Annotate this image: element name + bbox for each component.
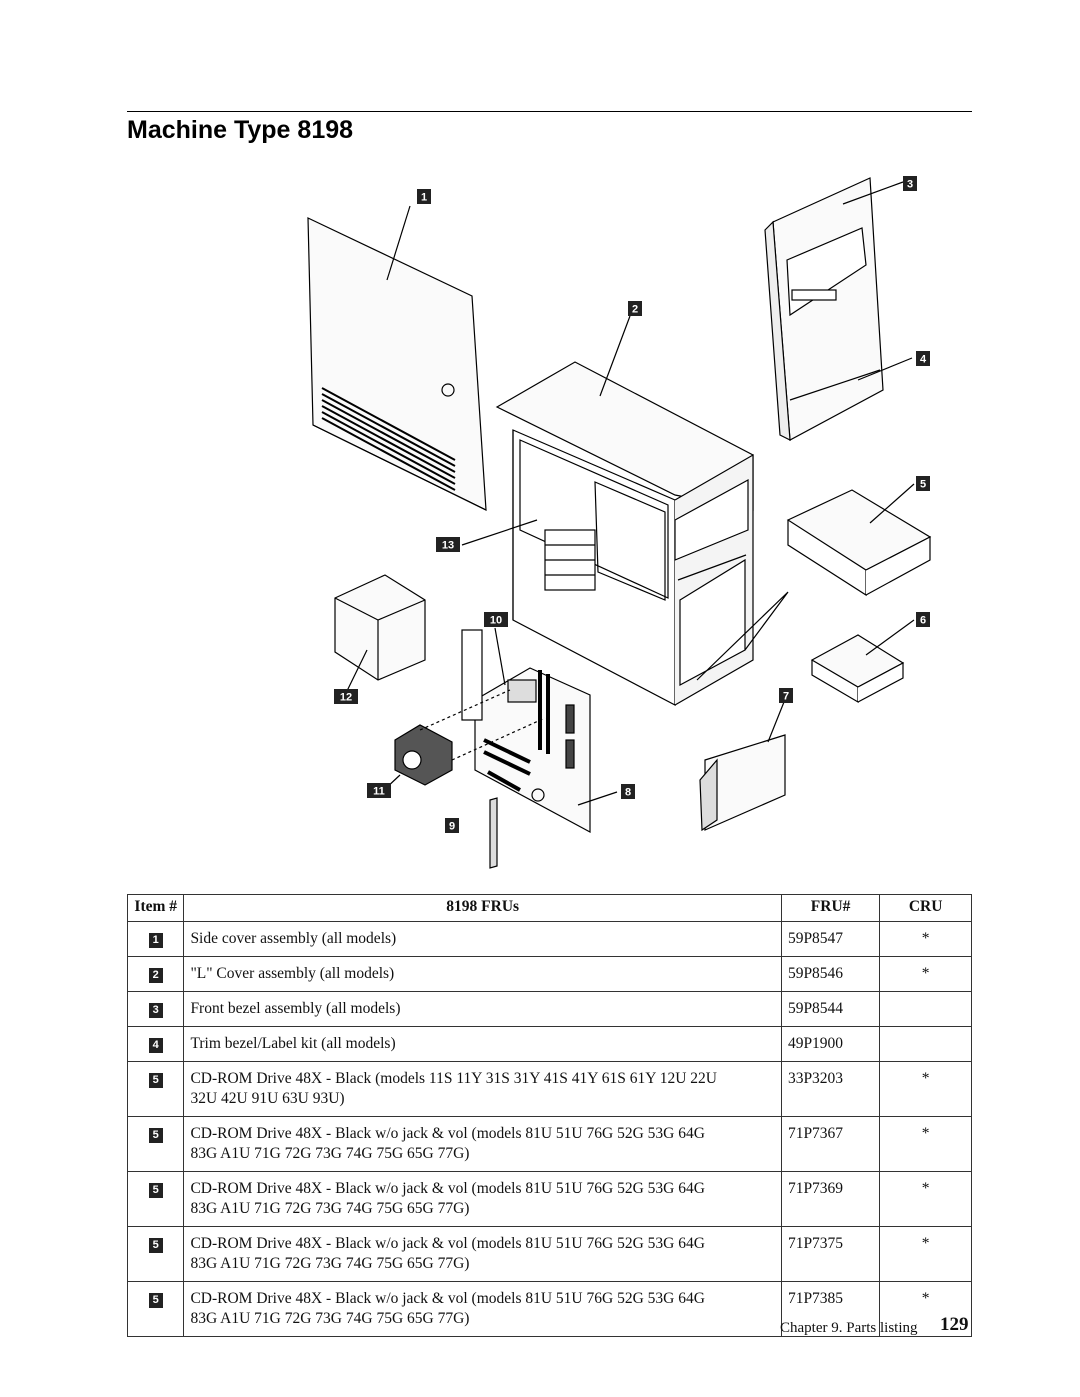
power-supply-drawing: [334, 574, 426, 694]
adapter-card-drawing: [489, 797, 498, 869]
table-row: 3 Front bezel assembly (all models) 59P8…: [126, 991, 972, 1027]
fru-number: 71P7369: [780, 1171, 881, 1227]
row-description: "L" Cover assembly (all models): [190, 965, 395, 982]
row-description-cont: 32U 42U 91U 63U 93U): [190, 1090, 345, 1107]
callout-10: 10: [484, 612, 508, 627]
item-badge: 4: [148, 1038, 163, 1053]
chassis-drawing: [461, 429, 789, 706]
header-desc: 8198 FRUs: [183, 894, 782, 922]
cru-mark: *: [879, 1171, 972, 1227]
table-row: 5 CD-ROM Drive 48X - Black (models 11S 1…: [126, 1061, 972, 1117]
table-row: 5 CD-ROM Drive 48X - Black w/o jack & vo…: [126, 1171, 972, 1227]
cru-mark: *: [879, 1281, 972, 1337]
fru-number: 59P8546: [780, 956, 881, 992]
row-description: CD-ROM Drive 48X - Black w/o jack & vol …: [190, 1125, 705, 1142]
fru-number: 71P7375: [780, 1226, 881, 1282]
footer-chapter: Chapter 9. Parts listing: [780, 1320, 918, 1336]
row-description: CD-ROM Drive 48X - Black w/o jack & vol …: [190, 1290, 705, 1307]
hard-drive-drawing: [699, 696, 787, 832]
callout-8: 8: [621, 784, 635, 799]
callout-12: 12: [334, 689, 358, 704]
row-description: Trim bezel/Label kit (all models): [190, 1035, 396, 1052]
callout-2: 2: [628, 301, 642, 316]
item-badge: 5: [148, 1073, 163, 1088]
exploded-parts-diagram: 1 2 3 4 5 6 7 8 9 10 11 12 13: [307, 176, 932, 869]
header-cru: CRU: [879, 894, 972, 922]
row-description: CD-ROM Drive 48X - Black (models 11S 11Y…: [190, 1070, 717, 1087]
callout-1: 1: [417, 189, 431, 204]
row-description: Front bezel assembly (all models): [190, 1000, 401, 1017]
table-row: 4 Trim bezel/Label kit (all models) 49P1…: [126, 1026, 972, 1062]
callout-3: 3: [903, 176, 917, 191]
header-item: Item #: [126, 894, 185, 922]
row-description: CD-ROM Drive 48X - Black w/o jack & vol …: [190, 1180, 705, 1197]
cd-rom-drawing: [786, 483, 932, 597]
title-rule: [127, 111, 972, 112]
item-badge: 5: [148, 1293, 163, 1308]
svg-text:4: 4: [920, 354, 927, 366]
item-badge: 3: [148, 1003, 163, 1018]
svg-text:5: 5: [920, 479, 926, 491]
svg-text:12: 12: [340, 692, 352, 704]
fru-number: 49P1900: [780, 1026, 881, 1062]
row-description-cont: 83G A1U 71G 72G 73G 74G 75G 65G 77G): [190, 1255, 470, 1272]
callout-13: 13: [436, 537, 460, 552]
svg-text:3: 3: [907, 179, 913, 191]
callout-7: 7: [779, 688, 793, 703]
svg-text:13: 13: [442, 540, 454, 552]
table-row: 5 CD-ROM Drive 48X - Black w/o jack & vo…: [126, 1116, 972, 1172]
system-board-drawing: [461, 627, 618, 834]
header-fru: FRU#: [780, 894, 881, 922]
page-number: 129: [940, 1314, 969, 1335]
fru-table: Item # 8198 FRUs FRU# CRU 1 Side cover a…: [126, 894, 972, 1337]
table-row: 1 Side cover assembly (all models) 59P85…: [126, 921, 972, 957]
row-description: CD-ROM Drive 48X - Black w/o jack & vol …: [190, 1235, 705, 1252]
cru-mark: *: [879, 921, 972, 957]
fru-number: 59P8547: [780, 921, 881, 957]
item-badge: 1: [148, 933, 163, 948]
svg-text:6: 6: [920, 615, 926, 627]
item-badge: 5: [148, 1128, 163, 1143]
svg-text:8: 8: [625, 787, 631, 799]
front-bezel-drawing: [764, 177, 913, 442]
item-badge: 2: [148, 968, 163, 983]
cru-mark: *: [879, 1061, 972, 1117]
fru-number: 71P7385: [780, 1281, 881, 1337]
svg-text:9: 9: [449, 821, 455, 833]
svg-text:11: 11: [373, 786, 385, 798]
row-description-cont: 83G A1U 71G 72G 73G 74G 75G 65G 77G): [190, 1310, 470, 1327]
callout-4: 4: [916, 351, 930, 366]
table-row: 2 "L" Cover assembly (all models) 59P854…: [126, 956, 972, 992]
cru-mark: [879, 991, 972, 1027]
fru-number: 59P8544: [780, 991, 881, 1027]
fru-number: 33P3203: [780, 1061, 881, 1117]
callout-5: 5: [916, 476, 930, 491]
cru-mark: *: [879, 1226, 972, 1282]
callout-11: 11: [367, 783, 391, 798]
cru-mark: *: [879, 956, 972, 992]
svg-text:2: 2: [632, 304, 638, 316]
row-description-cont: 83G A1U 71G 72G 73G 74G 75G 65G 77G): [190, 1200, 470, 1217]
svg-text:10: 10: [490, 615, 502, 627]
item-badge: 5: [148, 1183, 163, 1198]
side-cover-drawing: [307, 205, 487, 511]
table-header-row: Item # 8198 FRUs FRU# CRU: [126, 894, 972, 922]
heatsink-fan-drawing: [384, 689, 546, 790]
svg-text:7: 7: [783, 691, 789, 703]
row-description: Side cover assembly (all models): [190, 930, 397, 947]
table-row: 5 CD-ROM Drive 48X - Black w/o jack & vo…: [126, 1226, 972, 1282]
callout-9: 9: [445, 818, 459, 833]
floppy-drive-drawing: [810, 619, 915, 704]
svg-text:1: 1: [421, 192, 427, 204]
cru-mark: *: [879, 1116, 972, 1172]
table-row: 5 CD-ROM Drive 48X - Black w/o jack & vo…: [126, 1281, 972, 1337]
page-title: Machine Type 8198: [127, 116, 354, 144]
item-badge: 5: [148, 1238, 163, 1253]
row-description-cont: 83G A1U 71G 72G 73G 74G 75G 65G 77G): [190, 1145, 470, 1162]
callout-6: 6: [916, 612, 930, 627]
cru-mark: [879, 1026, 972, 1062]
fru-number: 71P7367: [780, 1116, 881, 1172]
